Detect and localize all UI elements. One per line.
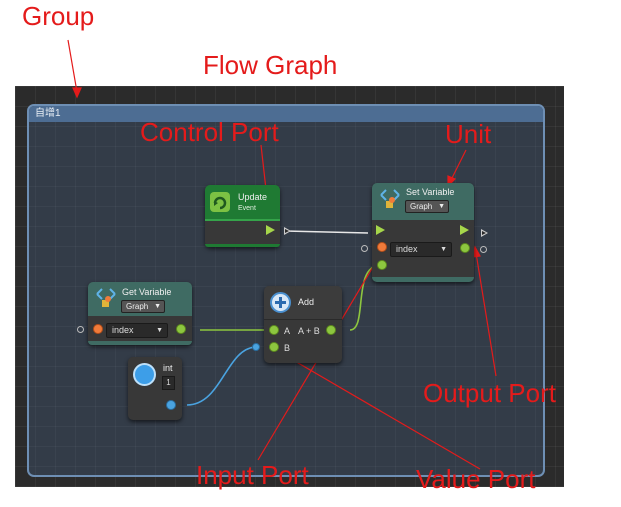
input-label-b: B: [284, 343, 291, 353]
scope-dropdown[interactable]: Graph▼: [405, 200, 449, 213]
input-label-a: A: [284, 326, 291, 336]
variable-dropdown[interactable]: index▼: [390, 242, 452, 257]
node-title: Add: [298, 297, 315, 307]
int-value-field[interactable]: 1: [162, 376, 175, 390]
set-variable-unit[interactable]: Set Variable Graph▼ index▼: [372, 183, 474, 282]
variable-port-hollow[interactable]: [361, 245, 368, 252]
control-output-port[interactable]: [460, 225, 469, 235]
node-subtitle: Event: [238, 205, 256, 212]
control-output-port[interactable]: [266, 225, 275, 235]
value-input-port[interactable]: [377, 260, 387, 270]
value-output-hollow-port[interactable]: [480, 246, 487, 253]
node-title: Get Variable: [122, 287, 172, 297]
node-title: Update: [238, 192, 268, 202]
loop-arrow-icon: [210, 192, 230, 212]
group-title[interactable]: 自增1: [29, 106, 543, 122]
annotation-control-port: Control Port: [140, 117, 279, 147]
chevron-down-icon: ▼: [440, 246, 447, 253]
chevron-down-icon: ▼: [154, 303, 161, 310]
node-footer: [372, 277, 474, 282]
int-literal-unit[interactable]: int 1: [128, 357, 182, 420]
value-output-port[interactable]: [176, 324, 186, 334]
annotation-output-port: Output Port: [423, 378, 556, 408]
node-title: Set Variable: [406, 187, 455, 197]
control-wire-arrow-icon: [284, 227, 291, 235]
value-output-port[interactable]: [166, 400, 176, 410]
annotation-value-port: Value Port: [416, 464, 536, 494]
node-footer: [88, 341, 192, 345]
plus-circle-icon: [270, 292, 291, 313]
output-label-sum: A + B: [298, 326, 320, 336]
annotation-unit: Unit: [445, 119, 492, 149]
add-unit[interactable]: Add A A + B B: [264, 286, 342, 363]
diamond-variable-icon: [94, 286, 118, 310]
variable-dropdown[interactable]: index▼: [106, 323, 168, 338]
control-input-port[interactable]: [376, 225, 385, 235]
diamond-variable-icon: [378, 187, 402, 211]
update-event-node[interactable]: Update Event: [205, 185, 280, 247]
input-port-dot[interactable]: [252, 343, 260, 351]
control-output-hollow-icon: [481, 229, 488, 237]
variable-port-hollow[interactable]: [77, 326, 84, 333]
circle-icon: [133, 363, 156, 386]
variable-name-input-port[interactable]: [93, 324, 103, 334]
value-output-port[interactable]: [460, 243, 470, 253]
annotation-input-port: Input Port: [196, 460, 309, 490]
node-footer: [205, 244, 280, 247]
value-input-port-a[interactable]: [269, 325, 279, 335]
annotation-flow-graph: Flow Graph: [203, 50, 338, 80]
scope-dropdown[interactable]: Graph▼: [121, 300, 165, 313]
value-input-port-b[interactable]: [269, 342, 279, 352]
node-title: int: [163, 363, 173, 373]
chevron-down-icon: ▼: [438, 203, 445, 210]
value-output-port[interactable]: [326, 325, 336, 335]
chevron-down-icon: ▼: [156, 327, 163, 334]
variable-name-input-port[interactable]: [377, 242, 387, 252]
get-variable-unit[interactable]: Get Variable Graph▼ index▼: [88, 282, 192, 345]
annotation-group: Group: [22, 1, 95, 31]
